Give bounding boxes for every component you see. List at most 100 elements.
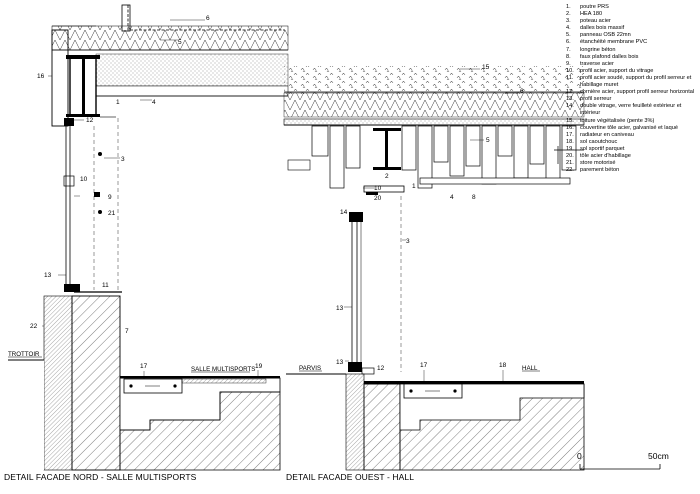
right-callouts: 15 6 5 2 10 1 4 8 14 20 3 13 13 12 17 18 [336,64,524,384]
legend-item: 14.double vitrage, verre feuilleté extér… [566,103,696,117]
callout-11-left: 11 [102,282,109,289]
callout-4-right: 4 [450,194,454,201]
callout-13-right: 13 [336,359,344,366]
legend-text: tôle acier d'habillage [580,152,631,159]
right-roof [283,66,585,126]
legend-text: profil acier soudé, support du profil se… [580,74,692,89]
callout-12-left: 12 [86,117,94,124]
callout-1-right: 1 [412,183,416,190]
legend-number: 12. [566,89,574,96]
legend-number: 9. [566,60,571,67]
caption-right: DETAIL FACADE OUEST - HALL [286,472,415,482]
callout-21-left: 21 [108,210,116,217]
legend-item: 1. poutre PRS [566,4,696,11]
legend-item: 18.sol caoutchouc [566,139,696,146]
caption-left: DETAIL FACADE NORD - SALLE MULTISPORTS [4,472,197,482]
legend-item: 6. étanchéité membrane PVC [566,39,696,46]
legend-text: cornière acier, support profil serreur h… [580,89,695,96]
legend-item: 4. dalles bois massif [566,25,696,32]
callout-13b-right: 13 [336,305,344,312]
legend-number: 21. [566,160,574,167]
legend-text: couvertine tôle acier, galvanisé et laqu… [580,124,678,131]
legend-number: 4. [566,25,571,32]
callout-10-right: 10 [374,185,382,192]
callout-5-right: 5 [486,137,490,144]
legend-item: 16.couvertine tôle acier, galvanisé et l… [566,125,696,132]
callout-17-right: 17 [420,362,428,369]
legend-item: 21. store motorisé [566,160,696,167]
callout-4-left: 4 [152,99,156,106]
label-salle-multisports: SALLE MULTISPORTS [191,366,255,373]
callout-16-left: 16 [37,73,45,80]
callout-7-left: 7 [125,328,129,335]
legend-text: étanchéité membrane PVC [580,39,648,46]
legend-item: 3. poteau acier [566,18,696,25]
legend-text: toiture végétalisée (pente 3%) [580,117,655,124]
legend-text: poteau acier [580,18,611,25]
left-beam-section [51,25,116,127]
legend-text: profil serreur [580,96,612,103]
callout-20-right: 20 [374,195,382,202]
legend-text: traverse acier [580,60,614,67]
callout-3-left: 3 [121,156,125,163]
callout-9-left: 9 [108,194,112,201]
legend-number: 15. [566,117,574,124]
callout-10-left: 10 [80,176,88,183]
callout-3-right: 3 [406,238,410,245]
right-hea-beam [363,128,405,195]
legend-number: 7. [566,46,571,53]
legend-item: 2. HEA 180 [566,11,696,18]
callout-1-left: 1 [116,99,120,106]
label-parvis: PARVIS [299,365,321,372]
legend-text: HEA 180 [580,11,603,18]
legend-text: faux plafond dalles bois [580,53,639,60]
legend-number: 18. [566,138,574,145]
right-ground-structure [286,373,585,471]
label-hall: HALL [522,365,538,372]
left-roof-edge [51,4,289,97]
legend-text: parement béton [580,167,620,174]
callout-2-right: 2 [385,173,389,180]
legend-text: store motorisé [580,160,616,167]
legend-item: 20. tôle acier d'habillage [566,153,696,160]
callout-6-left: 6 [206,15,210,22]
legend-item: 8. faux plafond dalles bois [566,54,696,61]
callout-6-right: 6 [520,88,524,95]
legend-item: 12. cornière acier, support profil serreu… [566,89,696,96]
legend-number: 1. [566,4,571,10]
legend-number: 17. [566,131,574,138]
callout-5-left: 5 [178,39,182,46]
left-ground-structure [8,295,281,471]
legend-number: 3. [566,18,571,25]
legend-text: dalles bois massif [580,25,625,32]
legend-number: 14. [566,103,574,110]
legend-item: 13. profil serreur [566,96,696,103]
legend-item: 22. parement béton [566,167,696,174]
callout-22-left: 22 [30,323,38,330]
legend-number: 5. [566,32,571,39]
legend-item: 7. longrine béton [566,47,696,54]
legend-number: 2. [566,11,571,18]
scale-bar [579,464,661,470]
left-curtain-wall [63,118,122,293]
legend: 1. poutre PRS 2. HEA 180 3. poteau acier 4. dal… [566,4,696,174]
right-curtain-wall [348,196,402,375]
callout-12-right: 12 [377,365,385,372]
legend-number: 6. [566,39,571,46]
legend-number: 22. [566,167,574,174]
legend-number: 20. [566,152,574,159]
legend-number: 8. [566,53,571,60]
legend-text: longrine béton [580,46,616,53]
callout-19-left: 19 [255,363,263,370]
scale-end-label: 50cm [648,451,669,461]
legend-item: 9. traverse acier [566,61,696,68]
legend-text: poutre PRS [580,4,609,10]
legend-text: sol sportif parquet [580,145,625,152]
callout-13-left: 13 [44,272,52,279]
scale-start-label: 0 [577,451,582,461]
legend-number: 13. [566,96,574,103]
legend-item: 15. toiture végétalisée (pente 3%) [566,118,696,125]
right-timber-slabs [287,125,584,189]
